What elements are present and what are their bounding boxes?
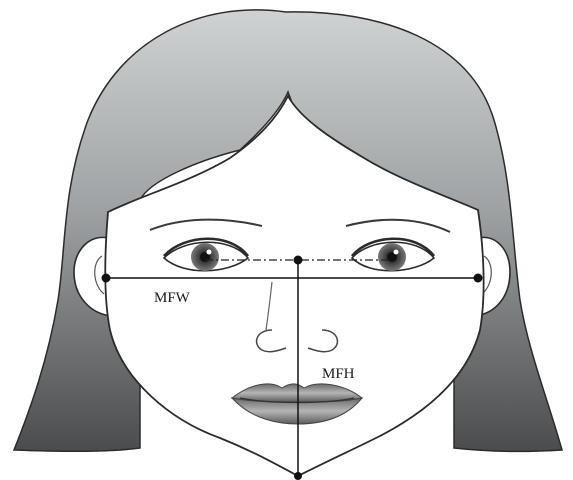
mfw-right-point [474, 274, 483, 283]
mfh-bottom-point [294, 472, 302, 480]
mfw-left-point [102, 274, 111, 283]
mfh-label: MFH [322, 366, 355, 382]
mfw-label: MFW [154, 290, 191, 306]
mfh-top-point [294, 256, 303, 265]
